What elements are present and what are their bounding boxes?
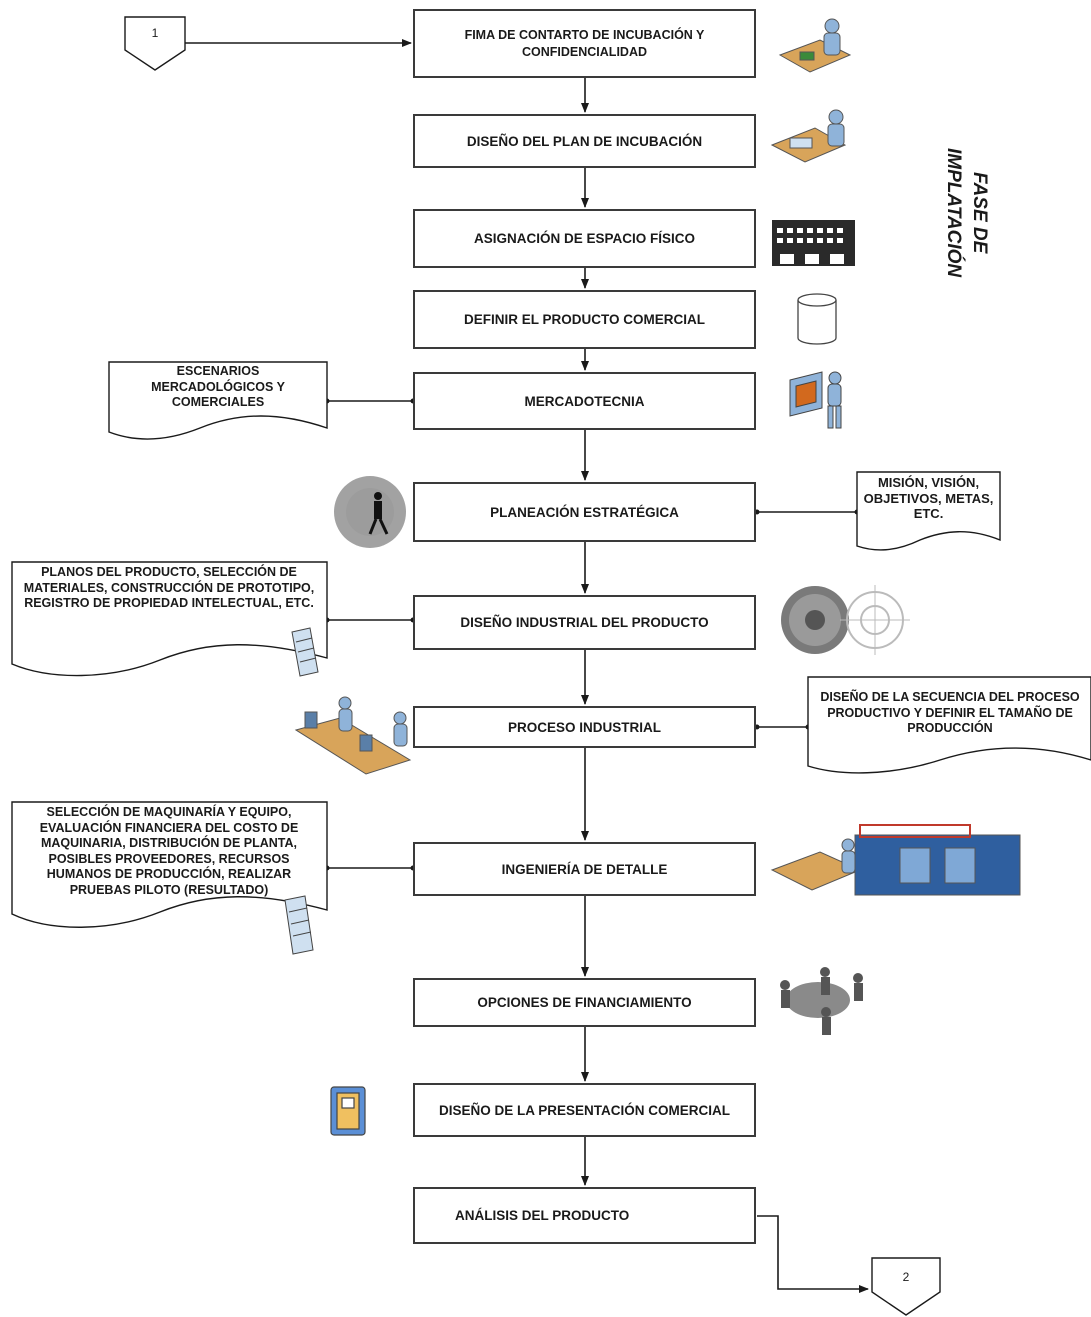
building-icon (772, 220, 855, 266)
assembly-line-icon (294, 696, 412, 775)
step-presentacion-comercial: DISEÑO DE LA PRESENTACIÓN COMERCIAL (413, 1083, 756, 1137)
gear-blueprint-icon (781, 585, 910, 655)
step-plan-incubacion: DISEÑO DEL PLAN DE INCUBACIÓN (413, 114, 756, 168)
business-people-icon (780, 967, 863, 1035)
step-proceso-industrial: PROCESO INDUSTRIAL (413, 706, 756, 748)
cylinder-icon (797, 293, 837, 345)
step-financiamiento: OPCIONES DE FINANCIAMIENTO (413, 978, 756, 1027)
offpage-connector-1-shape (124, 16, 186, 71)
note-shape-planeacion (856, 471, 1001, 551)
step-diseno-industrial: DISEÑO INDUSTRIAL DEL PRODUCTO (413, 595, 756, 650)
note-shape-mercadotecnia (108, 361, 328, 440)
note-ingenieria-detalle: SELECCIÓN DE MAQUINARÍA Y EQUIPO, EVALUA… (39, 805, 299, 897)
note-shape-diseno-industrial (11, 561, 328, 677)
note-planeacion: MISIÓN, VISIÓN, OBJETIVOS, METAS, ETC. (863, 475, 994, 521)
document-icon-1 (291, 627, 319, 677)
note-proceso-industrial: DISEÑO DE LA SECUENCIA DEL PROCESO PRODU… (820, 690, 1080, 735)
desk-worker-icon-2 (770, 109, 847, 163)
industrial-machine-icon (770, 824, 1021, 896)
phase-label: FASE DE IMPLATACIÓN (943, 148, 990, 278)
step-producto-comercial: DEFINIR EL PRODUCTO COMERCIAL (413, 290, 756, 349)
presenter-board-icon (789, 371, 842, 429)
note-shape-proceso-industrial (807, 676, 1091, 774)
product-package-icon (330, 1086, 366, 1136)
offpage-connector-2-shape (871, 1257, 941, 1316)
step-analisis-producto: ANÁLISIS DEL PRODUCTO (413, 1187, 756, 1244)
document-icon-2 (284, 895, 314, 955)
step-mercadotecnia: MERCADOTECNIA (413, 372, 756, 430)
connector-end-label: 2 (902, 1270, 910, 1284)
note-mercadotecnia: ESCENARIOS MERCADOLÓGICOS Y COMERCIALES (151, 364, 285, 409)
walking-person-icon (334, 476, 406, 548)
connector-start-label: 1 (151, 26, 159, 40)
arrow-step12-to-end (757, 1215, 869, 1293)
step-ingenieria-detalle: INGENIERÍA DE DETALLE (413, 842, 756, 896)
step-contrato: FIMA DE CONTARTO DE INCUBACIÓN Y CONFIDE… (413, 9, 756, 78)
step-espacio-fisico: ASIGNACIÓN DE ESPACIO FÍSICO (413, 209, 756, 268)
note-diseno-industrial: PLANOS DEL PRODUCTO, SELECCIÓN DE MATERI… (23, 565, 315, 610)
desk-worker-icon-1 (778, 18, 852, 73)
step-planeacion: PLANEACIÓN ESTRATÉGICA (413, 482, 756, 542)
